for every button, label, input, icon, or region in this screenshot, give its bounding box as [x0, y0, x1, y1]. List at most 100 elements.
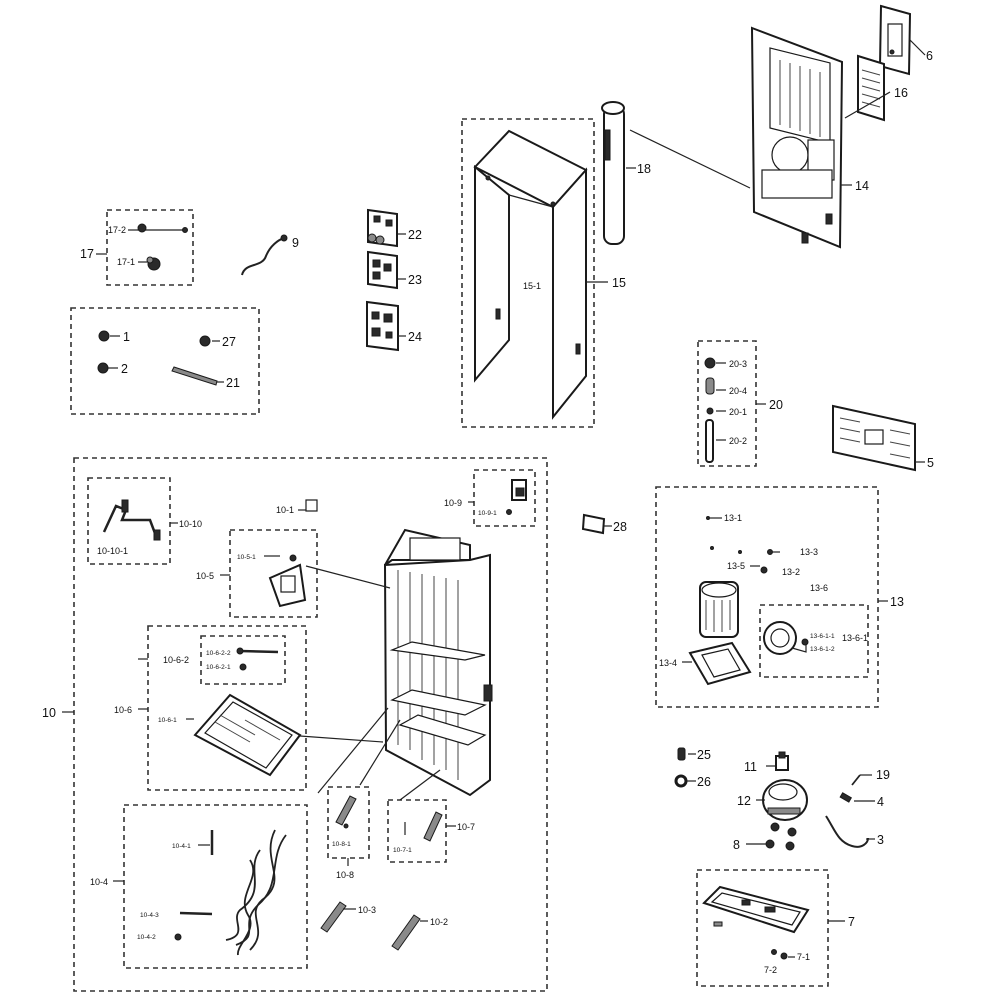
label-10-3: 10-3 [358, 905, 376, 915]
label-15-1: 15-1 [523, 281, 541, 291]
part-1-screw [98, 330, 110, 342]
label-20: 20 [769, 398, 783, 412]
group-box-10-7 [387, 799, 447, 863]
part-labels: 6 16 14 18 15 15-1 17 17-2 17-1 9 1 2 27… [42, 49, 934, 975]
label-10-6-2-2: 10-6-2-2 [206, 650, 231, 657]
label-10-4: 10-4 [90, 877, 108, 887]
part-28-tag [581, 513, 606, 535]
label-7-1: 7-1 [797, 952, 810, 962]
label-5: 5 [927, 456, 934, 470]
label-25: 25 [697, 748, 711, 762]
part-3-tube [825, 815, 869, 848]
label-20-1: 20-1 [729, 407, 747, 417]
label-10-9: 10-9 [444, 498, 462, 508]
label-10-10-1: 10-10-1 [97, 546, 128, 556]
group-box-13 [655, 486, 879, 708]
group-box-7 [696, 869, 829, 987]
part-10-9-sensor [506, 479, 527, 515]
label-10-2: 10-2 [430, 917, 448, 927]
part-10-3-strip [320, 901, 347, 933]
label-4: 4 [877, 795, 884, 809]
label-26: 26 [697, 775, 711, 789]
label-10-7-1: 10-7-1 [393, 847, 412, 854]
group-box-10-6-2 [200, 635, 286, 685]
part-20-valve-stack [704, 357, 716, 463]
label-13-6-1-2: 13-6-1-2 [810, 646, 835, 653]
label-10-4-3: 10-4-3 [140, 912, 159, 919]
label-24: 24 [408, 330, 422, 344]
label-18: 18 [637, 162, 651, 176]
label-20-4: 20-4 [729, 386, 747, 396]
label-13-6-1-1: 13-6-1-1 [810, 633, 835, 640]
part-18-tube [601, 101, 625, 245]
group-box-10-8 [327, 786, 370, 859]
part-11-relay [775, 751, 789, 771]
part-10-4-wire-harness [174, 829, 287, 956]
label-10-6-2-1: 10-6-2-1 [206, 664, 231, 671]
label-20-3: 20-3 [729, 359, 747, 369]
label-10-6-2: 10-6-2 [163, 655, 189, 665]
part-10-inner-body [383, 528, 493, 797]
label-14: 14 [855, 179, 869, 193]
label-13-4: 13-4 [659, 658, 677, 668]
label-13: 13 [890, 595, 904, 609]
label-13-5: 13-5 [727, 561, 745, 571]
label-15: 15 [612, 276, 626, 290]
label-11: 11 [744, 760, 757, 774]
part-12-compressor [762, 779, 808, 821]
label-17-1: 17-1 [117, 257, 135, 267]
label-9: 9 [292, 236, 299, 250]
label-10-1: 10-1 [276, 505, 294, 515]
group-box-10-9 [473, 469, 536, 527]
part-2-screw [97, 362, 109, 374]
part-23-board [367, 250, 398, 290]
label-10-4-2: 10-4-2 [137, 934, 156, 941]
part-14-rear-panel [750, 26, 844, 249]
label-20-2: 20-2 [729, 436, 747, 446]
part-8-grommets [765, 822, 797, 851]
part-7-control-panel [702, 885, 810, 960]
label-27: 27 [222, 335, 236, 349]
part-19-wire [851, 774, 861, 786]
group-box-10 [73, 457, 548, 992]
label-10-5-1: 10-5-1 [237, 554, 256, 561]
label-19: 19 [876, 768, 890, 782]
part-13-fan-assembly [688, 516, 773, 686]
part-5-grille [832, 404, 916, 472]
label-3: 3 [877, 833, 884, 847]
label-13-2: 13-2 [782, 567, 800, 577]
part-6-bracket-plate [878, 4, 912, 76]
label-2: 2 [121, 362, 128, 376]
part-15-cabinet [473, 129, 588, 420]
part-9-cable [241, 237, 285, 276]
part-17-1-fitting [146, 256, 161, 271]
label-10-9-1: 10-9-1 [478, 510, 497, 517]
part-10-2-strip [391, 914, 421, 951]
group-box-15 [461, 118, 595, 428]
label-17: 17 [80, 247, 94, 261]
label-7: 7 [848, 915, 855, 929]
group-box-13-6 [759, 604, 869, 678]
part-25-plug [677, 747, 686, 761]
part-4-connector [839, 792, 853, 803]
label-10-10: 10-10 [179, 519, 202, 529]
label-10-4-1: 10-4-1 [172, 843, 191, 850]
part-10-1-clip [305, 499, 318, 512]
part-10-7-strip [404, 811, 443, 842]
label-17-2: 17-2 [108, 225, 126, 235]
label-13-6-1: 13-6-1 [842, 633, 868, 643]
group-box-10-4 [123, 804, 308, 969]
leader-lines [62, 39, 926, 958]
part-10-6-drain-tray [193, 647, 302, 777]
label-1: 1 [123, 330, 130, 344]
label-10-6: 10-6 [114, 705, 132, 715]
part-26-ring [674, 774, 688, 788]
label-13-3: 13-3 [800, 547, 818, 557]
label-8: 8 [733, 838, 740, 852]
group-box-hardware [70, 307, 260, 415]
part-17-2-rod [137, 223, 188, 233]
part-10-8-strip [335, 795, 357, 829]
label-28: 28 [613, 520, 627, 534]
part-10-10-pipe [102, 499, 161, 541]
part-13-6-fan-motor [763, 621, 809, 655]
